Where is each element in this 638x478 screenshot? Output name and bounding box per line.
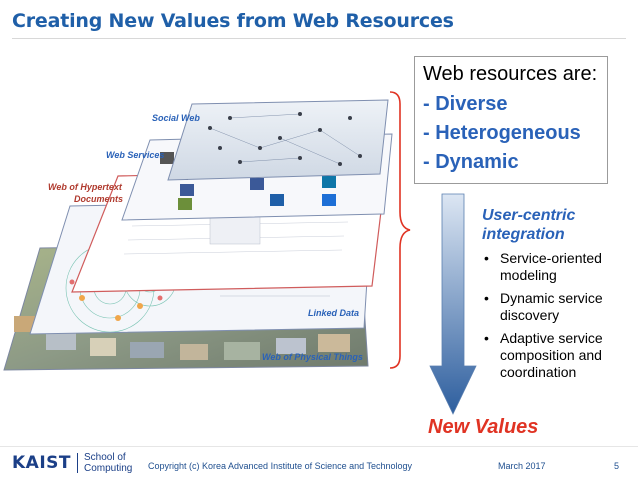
layer-social-web [167, 99, 389, 181]
logo-separator [77, 453, 78, 473]
slide-date: March 2017 [498, 461, 546, 471]
slide-title: Creating New Values from Web Resources [12, 10, 454, 32]
label-web-services: Web Services [106, 150, 164, 160]
integration-list: Service-oriented modeling Dynamic servic… [482, 250, 632, 381]
label-social-web: Social Web [152, 113, 200, 123]
copyright-text: Copyright (c) Korea Advanced Institute o… [148, 461, 412, 471]
integration-item-composition: Adaptive service composition and coordin… [482, 330, 632, 381]
integration-block: User-centric integration Service-oriente… [482, 206, 632, 387]
page-number: 5 [614, 461, 620, 471]
down-arrow-icon [429, 193, 477, 415]
logo-school: School of Computing [84, 452, 133, 474]
integration-item-discovery: Dynamic service discovery [482, 290, 632, 324]
footer-divider [0, 446, 638, 447]
resources-heading: Web resources are: [423, 63, 598, 85]
label-physical-things: Web of Physical Things [262, 352, 363, 362]
brace-icon [389, 91, 411, 369]
new-values-label: New Values [428, 416, 539, 438]
label-hypertext-line2: Documents [74, 194, 123, 204]
resources-box: Web resources are: - Diverse - Heterogen… [414, 56, 608, 184]
logo-wordmark: KAIST [12, 453, 71, 473]
integration-item-modeling: Service-oriented modeling [482, 250, 632, 284]
label-hypertext-line1: Web of Hypertext [48, 182, 123, 192]
resource-heterogeneous: - Heterogeneous [423, 122, 581, 144]
web-layers-illustration: Social Web Web Services Web of Hypertext… [3, 99, 393, 371]
resource-dynamic: - Dynamic [423, 151, 519, 173]
kaist-logo: KAIST School of Computing [12, 452, 132, 474]
label-linked-data: Linked Data [308, 308, 359, 318]
resource-diverse: - Diverse [423, 93, 508, 115]
integration-title: User-centric integration [482, 207, 576, 243]
title-divider [12, 38, 626, 39]
